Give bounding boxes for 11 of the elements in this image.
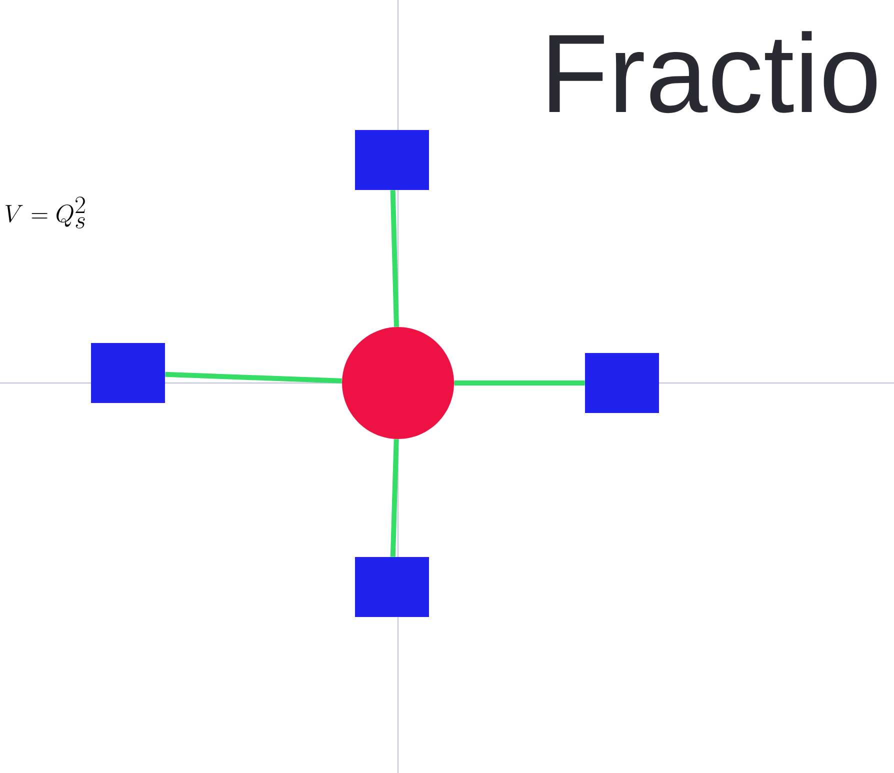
heading: Fractio xyxy=(549,31,877,114)
square xyxy=(585,353,659,413)
formula: $V = Q_s^2$ xyxy=(6,196,85,228)
square xyxy=(355,130,429,190)
square xyxy=(355,557,429,617)
connector-line xyxy=(390,190,399,327)
connector-line xyxy=(165,372,342,384)
connector-line xyxy=(454,380,585,386)
dot xyxy=(342,327,454,439)
connector-line xyxy=(390,439,399,557)
square xyxy=(91,343,165,403)
